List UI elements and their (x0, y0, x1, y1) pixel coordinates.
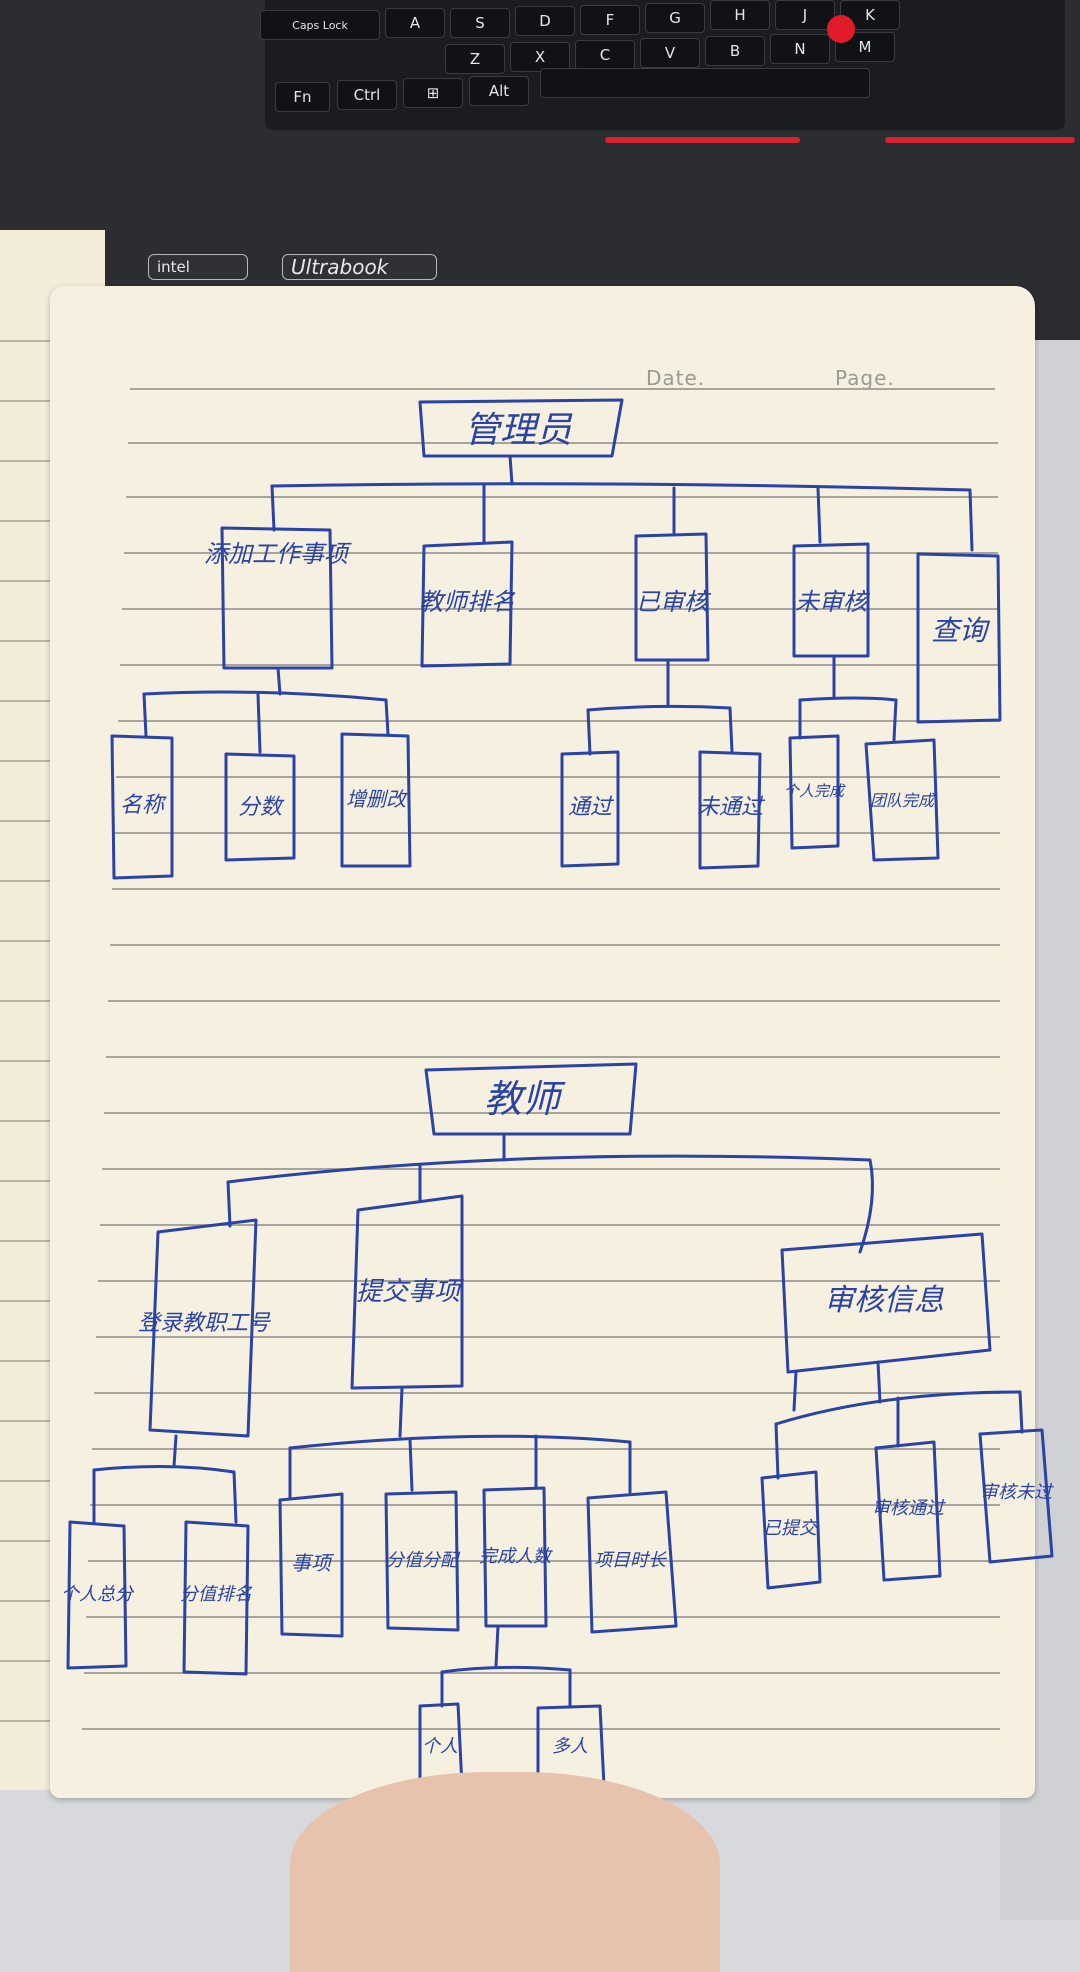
teacher-child-login-label: 登录教职工号 (138, 1311, 271, 1336)
date-label: Date. (646, 366, 706, 390)
admin-add-score-box (224, 752, 296, 862)
admin-child-reviewed-label: 已审核 (636, 588, 712, 616)
key-alt: Alt (469, 76, 529, 106)
admin-child-reviewed-box (634, 532, 710, 662)
admin-child-query-label: 查询 (931, 614, 991, 647)
admin-add-crud-label: 增删改 (346, 787, 409, 811)
key-g: G (645, 3, 705, 33)
admin-root-label: 管理员 (464, 410, 573, 451)
admin-pending-team-box (864, 738, 940, 862)
teacher-login-total-label: 个人总分 (61, 1584, 135, 1605)
admin-add-crud-box (340, 732, 412, 868)
admin-reviewed-fail-box (698, 750, 762, 870)
admin-reviewed-fail-label: 未通过 (697, 795, 766, 820)
page-label: Page. (835, 366, 895, 390)
key-f: F (580, 5, 640, 35)
admin-root-box (418, 398, 624, 458)
admin-child-pending-box (792, 542, 870, 658)
admin-child-add-box (220, 526, 334, 670)
key-c: C (575, 40, 635, 70)
notebook-page: Date. Page. (50, 286, 1035, 1798)
trackpoint (827, 15, 855, 43)
keyboard: Caps Lock A S D F G H J K Z X C V B N M … (260, 0, 1065, 130)
teacher-child-review-box (780, 1232, 992, 1374)
teacher-login-rank-label: 分值排名 (180, 1584, 253, 1605)
admin-add-score-label: 分数 (238, 795, 285, 820)
laptop: Caps Lock A S D F G H J K Z X C V B N M … (0, 0, 1080, 340)
teacher-count-single-label: 个人 (422, 1736, 458, 1757)
teacher-child-submit-label: 提交事项 (356, 1277, 465, 1307)
admin-pending-individual-box (788, 734, 840, 850)
teacher-submit-duration-box (586, 1490, 678, 1634)
admin-child-pending-label: 未审核 (795, 588, 871, 616)
teacher-login-total-box (66, 1520, 128, 1670)
teacher-review-passed-label: 审核通过 (872, 1498, 946, 1519)
teacher-review-submitted-label: 已提交 (763, 1518, 819, 1539)
key-ctrl: Ctrl (337, 80, 397, 110)
key-d: D (515, 6, 575, 36)
admin-add-name-box (110, 734, 174, 880)
diagram-teacher: 教师 登录教职工号 提交事项 审核信息 个人总分 分值排名 事项 分值分配 完成… (61, 1062, 1054, 1790)
key-v: V (640, 38, 700, 68)
admin-pending-individual-label: 个人完成 (784, 782, 846, 800)
admin-reviewed-pass-box (560, 750, 620, 868)
key-b: B (705, 36, 765, 66)
teacher-submit-allocation-label: 分值分配 (386, 1550, 461, 1571)
teacher-count-multi-label: 多人 (552, 1736, 588, 1757)
key-h: H (710, 0, 770, 30)
teacher-submit-item-label: 事项 (291, 1551, 335, 1575)
teacher-root-label: 教师 (484, 1077, 566, 1121)
key-capslock: Caps Lock (260, 10, 380, 40)
teacher-child-submit-box (350, 1194, 464, 1390)
touchpad-red-line-right (885, 137, 1075, 143)
teacher-root-box (424, 1062, 638, 1136)
key-x: X (510, 42, 570, 72)
admin-reviewed-pass-label: 通过 (568, 795, 615, 820)
key-m: M (835, 32, 895, 62)
admin-child-query-box (916, 552, 1002, 724)
teacher-review-passed-box (874, 1440, 942, 1582)
diagram-admin: 管理员 添加工作事项 教师排名 已审核 未审核 查询 名称 分数 增删改 通过 (110, 398, 1002, 880)
key-z: Z (445, 44, 505, 74)
key-windows: ⊞ (403, 78, 463, 108)
teacher-submit-duration-label: 项目时长 (594, 1550, 668, 1571)
touchpad-red-line-left (605, 137, 800, 143)
key-n: N (770, 34, 830, 64)
teacher-review-failed-box (978, 1428, 1054, 1564)
teacher-submit-allocation-box (384, 1490, 460, 1632)
teacher-review-failed-label: 审核未过 (980, 1482, 1054, 1503)
admin-add-name-label: 名称 (120, 793, 167, 818)
teacher-submit-count-label: 完成人数 (479, 1546, 553, 1567)
admin-pending-team-label: 团队完成 (870, 791, 936, 810)
teacher-review-submitted-box (760, 1470, 822, 1590)
teacher-submit-count-box (482, 1486, 548, 1628)
key-s: S (450, 8, 510, 38)
admin-child-rank-label: 教师排名 (419, 588, 516, 616)
key-a: A (385, 8, 445, 38)
teacher-submit-item-box (278, 1492, 344, 1638)
handwritten-diagrams: 管理员 添加工作事项 教师排名 已审核 未审核 查询 名称 分数 增删改 通过 (61, 398, 1054, 1790)
admin-child-rank-box (420, 540, 514, 668)
key-fn: Fn (275, 82, 330, 112)
hand (290, 1772, 720, 1972)
key-space (540, 68, 870, 98)
teacher-login-rank-box (182, 1520, 250, 1676)
key-j: J (775, 0, 835, 30)
teacher-child-review-label: 审核信息 (824, 1283, 944, 1318)
ultrabook-sticker: Ultrabook (282, 254, 437, 280)
intel-sticker: intel (148, 254, 248, 280)
teacher-child-login-box (148, 1218, 258, 1438)
admin-child-add-label: 添加工作事项 (204, 540, 352, 568)
